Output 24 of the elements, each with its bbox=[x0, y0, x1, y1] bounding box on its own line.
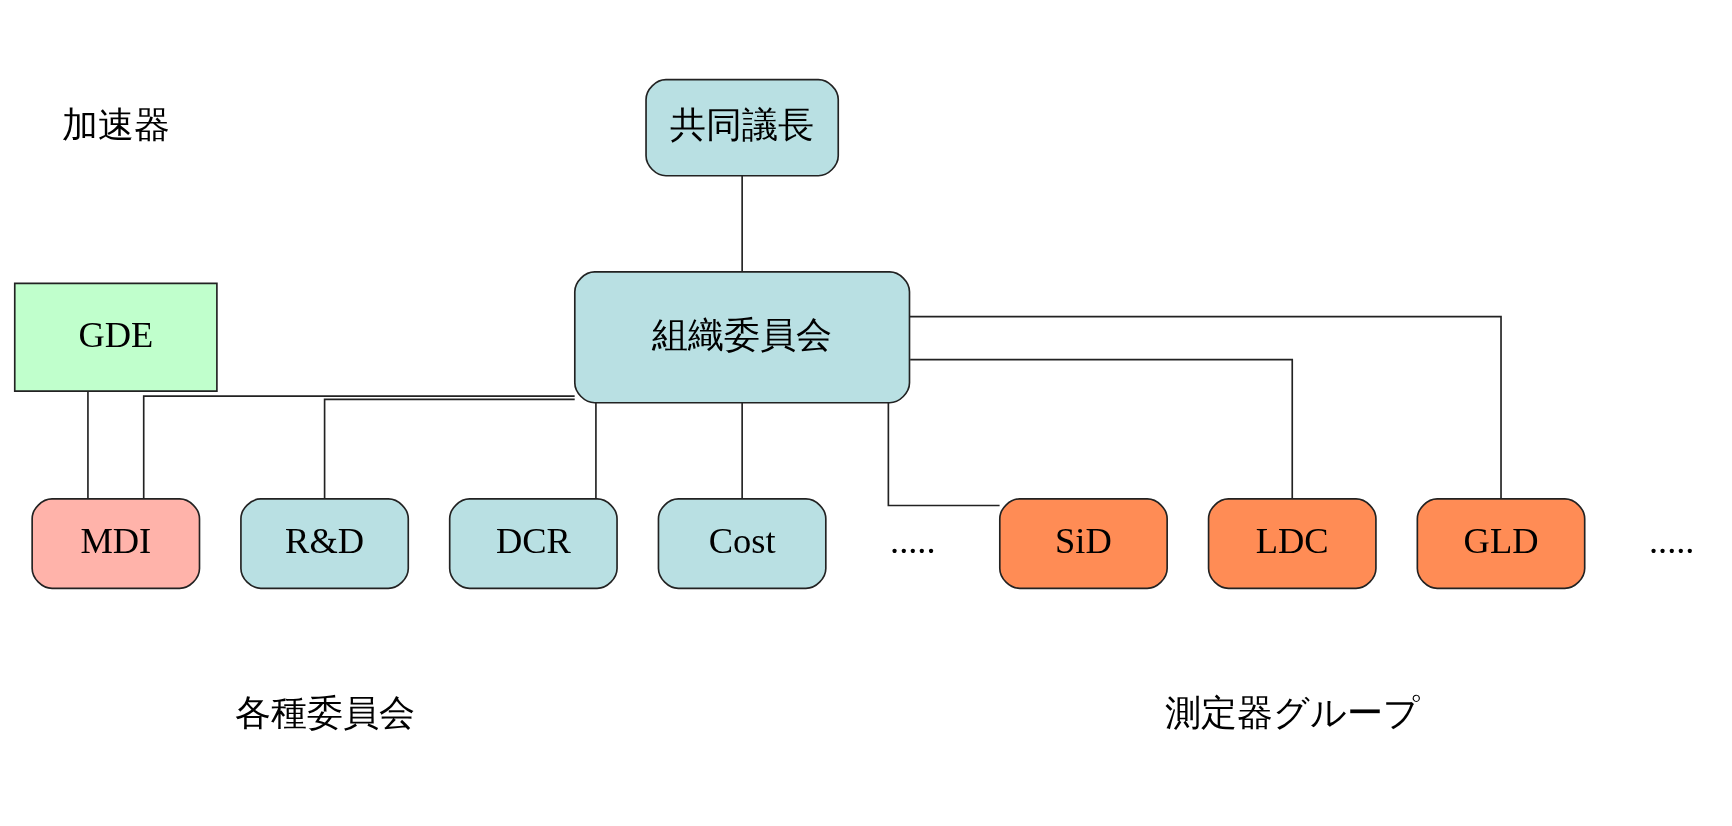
connector bbox=[741, 401, 743, 499]
connector bbox=[142, 394, 576, 499]
label: 各種委員会 bbox=[234, 692, 415, 733]
node-box: 組織委員会 bbox=[573, 270, 911, 404]
connector bbox=[323, 398, 576, 500]
connector bbox=[741, 174, 743, 272]
node-box: GDE bbox=[13, 282, 218, 392]
connector bbox=[595, 401, 597, 499]
label: ..... bbox=[1648, 520, 1695, 561]
connector bbox=[909, 358, 1294, 499]
node-box: GLD bbox=[1416, 497, 1586, 589]
label: ..... bbox=[890, 520, 936, 561]
node-box: R&D bbox=[240, 497, 410, 589]
label: 加速器 bbox=[61, 104, 170, 145]
node-box: DCR bbox=[448, 497, 618, 589]
node-box: SiD bbox=[998, 497, 1168, 589]
node-box: Cost bbox=[657, 497, 827, 589]
node-box: 共同議長 bbox=[645, 78, 840, 177]
connector bbox=[887, 401, 1001, 506]
connector bbox=[908, 315, 1502, 500]
label: 測定器グループ bbox=[1164, 692, 1420, 733]
node-box: MDI bbox=[31, 497, 201, 589]
connector bbox=[87, 390, 89, 500]
node-box: LDC bbox=[1207, 497, 1377, 589]
